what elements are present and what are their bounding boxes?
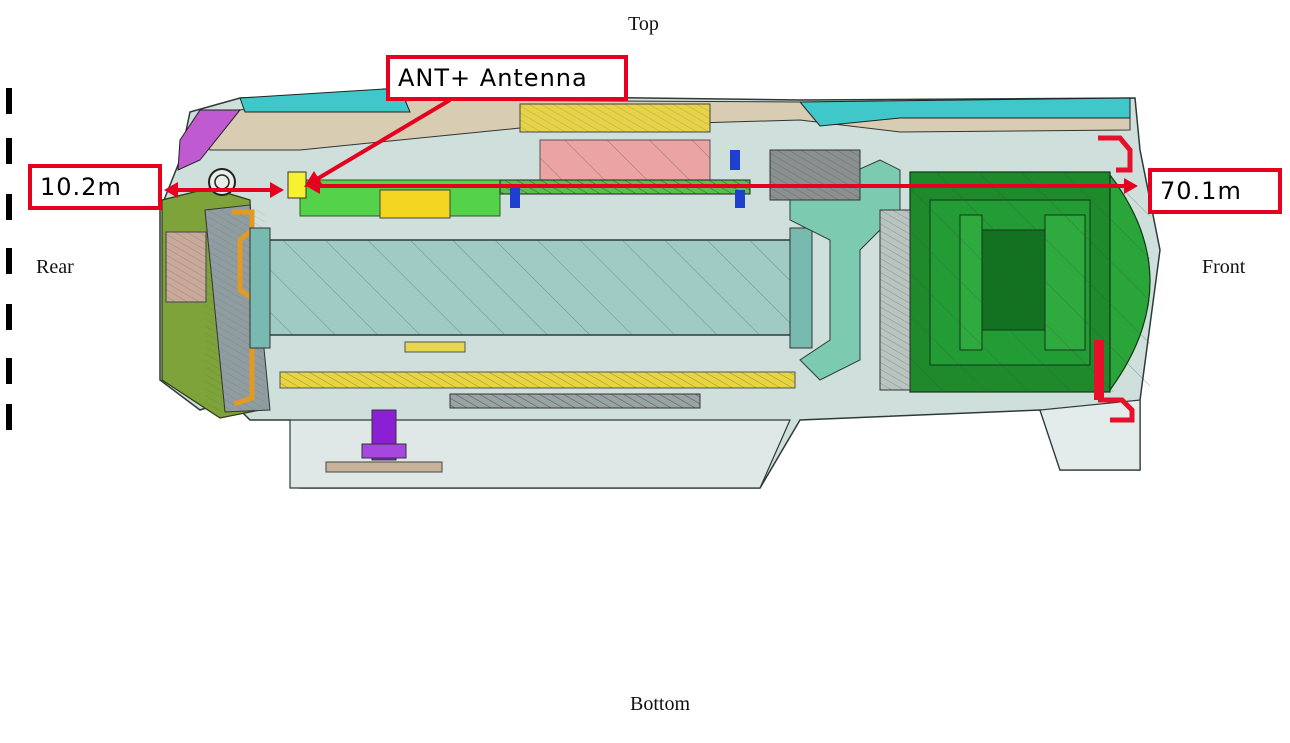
orientation-label-rear: Rear bbox=[36, 256, 74, 278]
device-cross-section bbox=[159, 87, 1161, 489]
blue-clip-1 bbox=[510, 188, 520, 208]
rear-distance-callout: 10.2m bbox=[28, 164, 162, 210]
lens-assembly bbox=[909, 171, 1151, 393]
blue-clip-2 bbox=[730, 150, 740, 170]
lens-mount-frame bbox=[789, 159, 901, 381]
orientation-label-top: Top bbox=[628, 13, 659, 35]
front-distance-callout: 70.1m bbox=[1148, 168, 1282, 214]
tripod-mount bbox=[325, 409, 443, 473]
antenna-callout: ANT+ Antenna bbox=[386, 55, 628, 101]
yellow-chip bbox=[379, 189, 451, 219]
top-cover-left bbox=[239, 87, 411, 113]
top-cover-right bbox=[798, 97, 1131, 127]
blue-clip-3 bbox=[735, 190, 745, 208]
yellow-strip-mid bbox=[404, 341, 466, 353]
rear-magenta-part bbox=[177, 109, 242, 171]
battery-cylinder bbox=[249, 227, 813, 349]
front-red-seal bbox=[1098, 135, 1135, 423]
antenna-element bbox=[287, 171, 307, 199]
rear-edge-dash-marker bbox=[6, 88, 12, 430]
orientation-label-front: Front bbox=[1202, 256, 1246, 278]
orientation-label-bottom: Bottom bbox=[630, 693, 691, 715]
orange-spring-clip bbox=[232, 209, 255, 407]
antenna-pointer-arrow bbox=[304, 98, 452, 187]
rear-distance-arrow bbox=[164, 182, 284, 198]
front-red-seal-bar bbox=[1094, 340, 1104, 400]
